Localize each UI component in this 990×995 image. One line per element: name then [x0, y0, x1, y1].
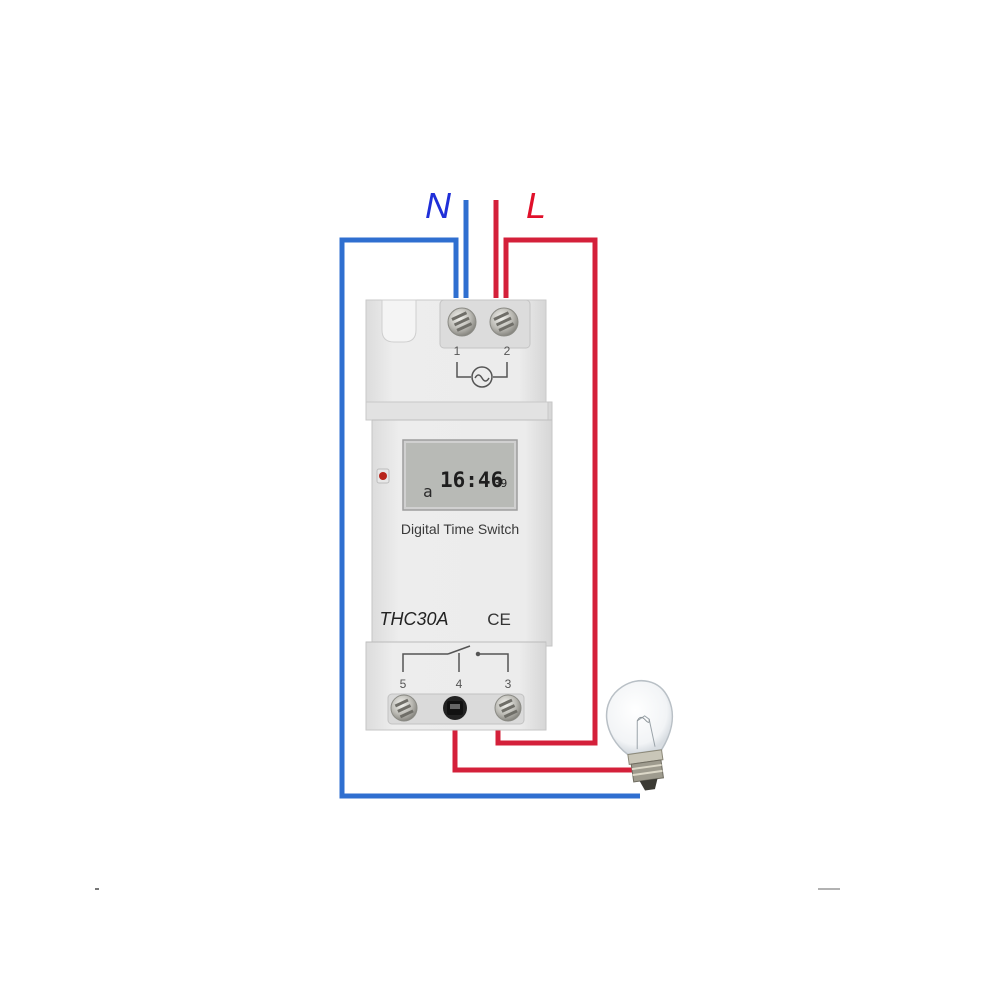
time-switch-device: 1 2 a 16:46 39 Digital Time Switch THC30… — [365, 299, 553, 731]
lcd-time: 16:46 — [440, 468, 503, 492]
live-wire-to-terminal-3 — [495, 237, 598, 746]
terminal-screw-icon — [390, 694, 418, 722]
top-left-notch — [381, 299, 417, 343]
terminal-number-1: 1 — [454, 344, 461, 358]
indicator-led-icon — [376, 468, 390, 484]
terminal-number-3: 3 — [505, 677, 512, 691]
terminal-screw-icon — [494, 694, 522, 722]
live-wire-switched-to-lamp — [452, 712, 640, 773]
neutral-wire-to-lamp — [339, 237, 640, 799]
neutral-wires — [339, 200, 640, 799]
ce-mark: CE — [487, 610, 511, 629]
terminal-number-2: 2 — [504, 344, 511, 358]
lcd-mode: a — [423, 482, 433, 501]
terminal-number-5: 5 — [400, 677, 407, 691]
live-wires — [452, 200, 640, 773]
terminal-screw-icon — [489, 307, 519, 337]
ac-supply-symbol-icon — [456, 362, 508, 388]
lcd-screen — [406, 443, 514, 507]
live-label: L — [526, 185, 546, 226]
light-bulb-icon — [605, 680, 673, 791]
terminal-number-4: 4 — [456, 677, 463, 691]
front-lip — [365, 401, 549, 421]
device-name: Digital Time Switch — [401, 521, 519, 537]
neutral-label: N — [425, 185, 452, 226]
device-model: THC30A — [379, 609, 448, 629]
terminal-screw-icon — [447, 307, 477, 337]
relay-contact-symbol-icon — [402, 645, 509, 672]
lcd-seconds: 39 — [494, 477, 507, 490]
terminal-hole-icon — [443, 696, 467, 720]
